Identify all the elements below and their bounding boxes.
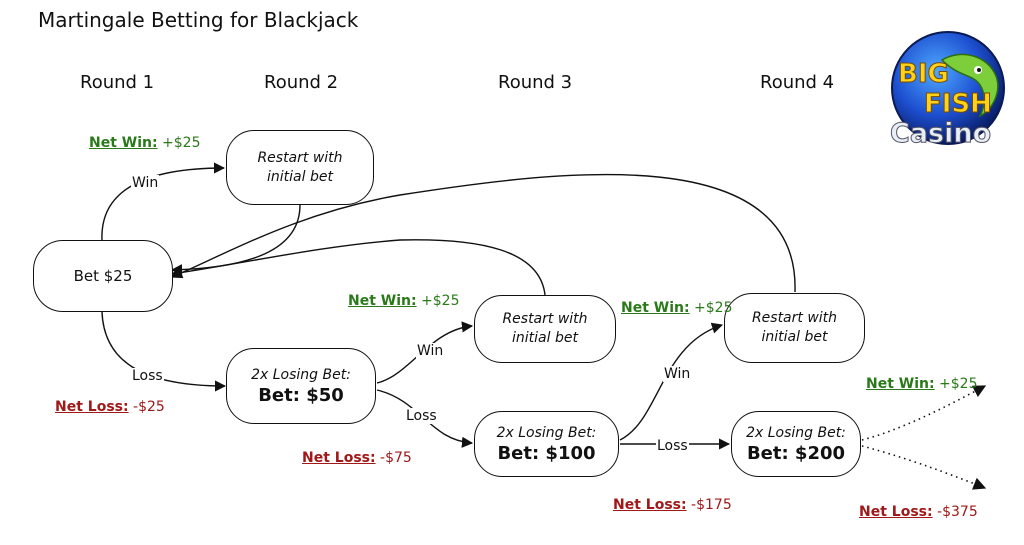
edge-bet100-to-restart3 <box>619 322 724 441</box>
round-3-header: Round 3 <box>498 72 573 93</box>
outcome-round2-loss: Net Loss: -$75 <box>302 450 412 466</box>
edge-label-win2: Win <box>416 343 445 359</box>
round-1-header: Round 1 <box>80 72 155 93</box>
logo-text-fish: FISH <box>924 89 992 119</box>
bet100-line1: 2x Losing Bet: <box>496 424 597 441</box>
outcome-label: Net Loss: <box>55 399 129 415</box>
restart-line2: initial bet <box>267 168 333 185</box>
outcome-value: -$25 <box>133 399 165 415</box>
edge-bet200-to-win <box>861 385 987 441</box>
edge-label-win1: Win <box>131 175 160 191</box>
node-bet-200: 2x Losing Bet: Bet: $200 <box>731 411 861 477</box>
restart3-line1: Restart with <box>751 310 838 326</box>
outcome-label: Net Win: <box>89 135 158 151</box>
edge-start-to-restart1 <box>101 162 226 241</box>
outcome-value: -$375 <box>937 504 978 520</box>
outcome-label: Net Loss: <box>613 497 687 513</box>
edge-label-win3: Win <box>663 366 692 382</box>
outcome-label: Net Win: <box>621 300 690 316</box>
outcome-round1-loss: Net Loss: -$25 <box>55 399 165 415</box>
node-restart-round3: Restart with initial bet <box>474 295 616 363</box>
outcome-value: +$25 <box>421 293 460 309</box>
edge-label-loss3: Loss <box>656 438 689 454</box>
bet100-line2: Bet: $100 <box>497 442 596 464</box>
big-fish-casino-logo: BIG FISH Casino <box>890 31 1005 150</box>
edge-restart2-to-start <box>170 239 546 296</box>
outcome-round2-win: Net Win: +$25 <box>348 293 460 309</box>
edge-restart1-to-start <box>170 204 301 276</box>
outcome-round4-loss: Net Loss: -$375 <box>859 504 978 520</box>
restart3-line2: initial bet <box>761 329 828 345</box>
round-4-header: Round 4 <box>760 72 835 93</box>
node-restart-round2: Restart with initial bet <box>226 130 374 205</box>
outcome-value: -$175 <box>691 497 732 513</box>
edge-start-to-bet50 <box>101 311 227 392</box>
node-start-label: Bet $25 <box>73 267 133 285</box>
edge-bet200-to-loss <box>861 445 987 490</box>
outcome-value: +$25 <box>939 376 978 392</box>
logo-text-big: BIG <box>898 59 949 89</box>
bet50-line2: Bet: $50 <box>258 384 344 406</box>
page-title: Martingale Betting for Blackjack <box>38 8 359 32</box>
restart2-line2: initial bet <box>512 330 578 346</box>
bet50-line1: 2x Losing Bet: <box>251 366 351 383</box>
round-2-header: Round 2 <box>264 72 339 93</box>
node-restart-round4: Restart with initial bet <box>724 293 865 363</box>
outcome-label: Net Win: <box>348 293 417 309</box>
edge-label-loss2: Loss <box>405 408 438 424</box>
outcome-label: Net Win: <box>866 376 935 392</box>
outcome-value: +$25 <box>694 300 733 316</box>
node-bet-50: 2x Losing Bet: Bet: $50 <box>226 348 376 424</box>
restart-line1: Restart with <box>257 149 343 166</box>
node-bet-100: 2x Losing Bet: Bet: $100 <box>474 411 619 477</box>
logo-text-casino: Casino <box>890 118 991 149</box>
bet200-line1: 2x Losing Bet: <box>746 424 846 441</box>
outcome-value: +$25 <box>162 135 201 151</box>
outcome-value: -$75 <box>380 450 412 466</box>
outcome-round4-win: Net Win: +$25 <box>866 376 978 392</box>
outcome-round3-win: Net Win: +$25 <box>621 300 733 316</box>
outcome-label: Net Loss: <box>859 504 933 520</box>
edge-restart3-to-start <box>170 173 796 293</box>
restart2-line1: Restart with <box>502 311 588 327</box>
edge-label-loss1: Loss <box>131 368 164 384</box>
node-start-bet: Bet $25 <box>33 240 173 312</box>
outcome-round1-win: Net Win: +$25 <box>89 135 201 151</box>
outcome-round3-loss: Net Loss: -$175 <box>613 497 732 513</box>
bet200-line2: Bet: $200 <box>746 442 846 464</box>
outcome-label: Net Loss: <box>302 450 376 466</box>
